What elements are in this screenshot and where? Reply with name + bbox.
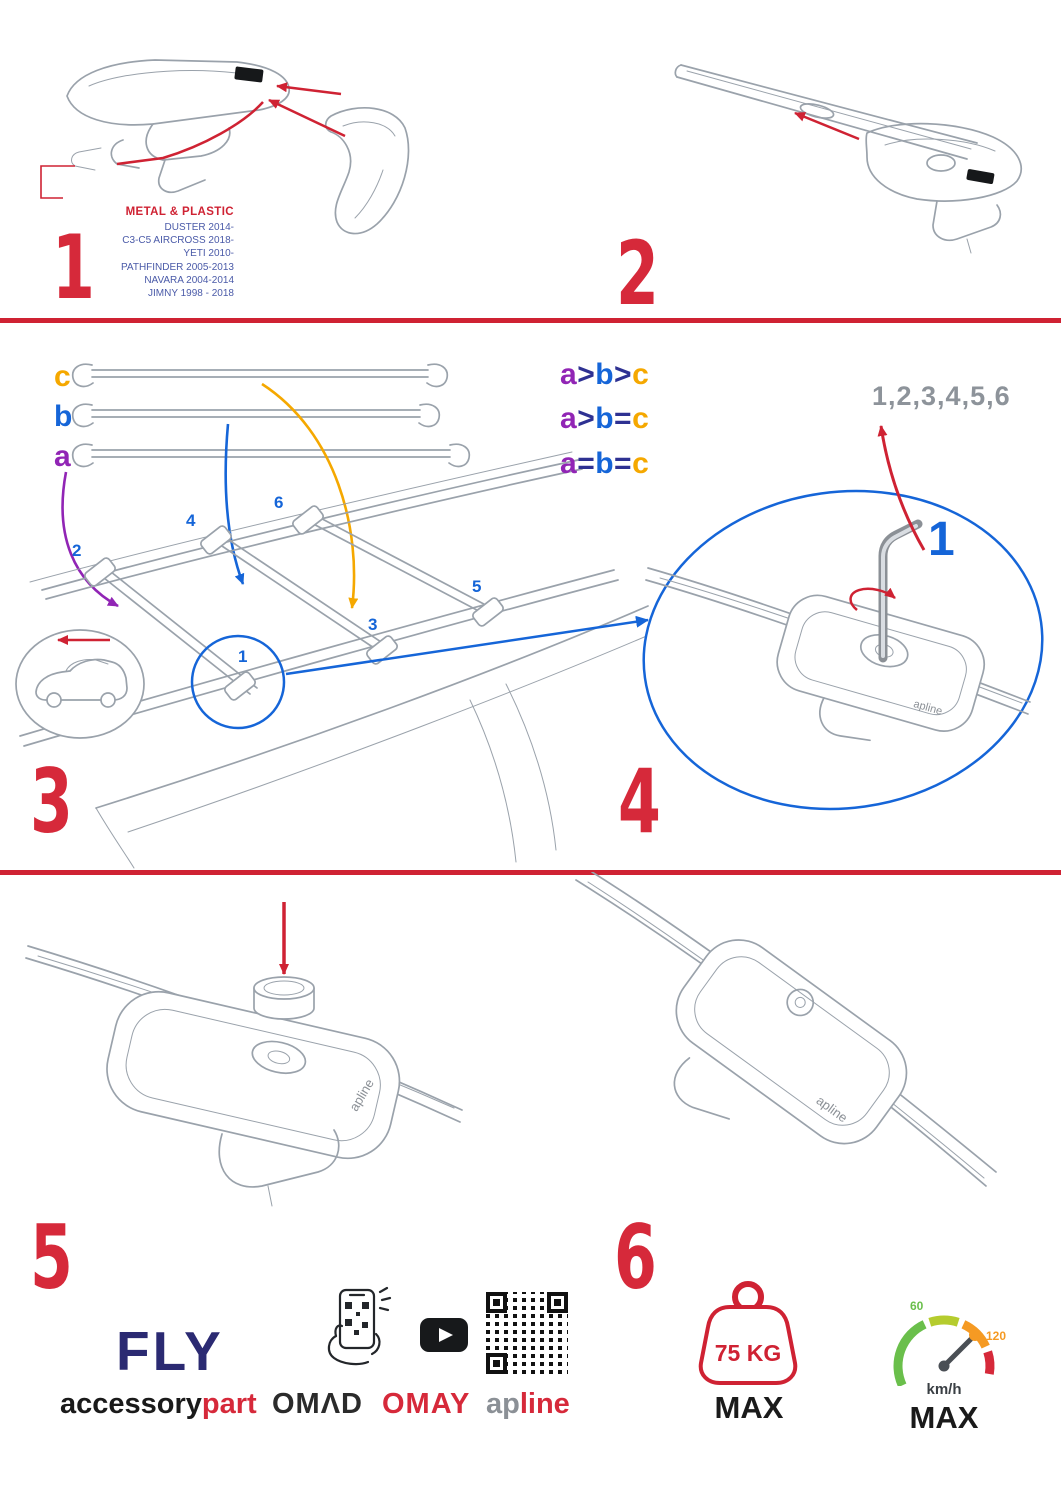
mounted-crossbars (84, 505, 504, 701)
speed-low-label: 60 (910, 1299, 924, 1313)
position-5: 5 (472, 577, 482, 596)
youtube-icon (420, 1318, 468, 1352)
foot-pos1 (224, 671, 256, 701)
model-line: DUSTER 2014- (164, 222, 234, 233)
step5-illustration: apline (25, 902, 463, 1207)
step3-number: 3 (30, 750, 73, 853)
accessorypart-logo: accessorypart (60, 1390, 257, 1419)
product-logo-plate (966, 169, 995, 185)
foot-pos4 (200, 525, 232, 555)
foot-pos6 (292, 505, 324, 535)
map-arrow-a (61, 471, 119, 608)
foot-under-bar-drawing (865, 122, 1022, 254)
first-position-number: 1 (928, 513, 955, 566)
max-weight-icon: 75 KG (698, 1281, 798, 1385)
clamp-profile-highlight (116, 101, 264, 166)
max-speed-icon: 60 120 (893, 1299, 1006, 1386)
lock-cap (253, 976, 315, 1020)
step6-number: 6 (614, 1206, 657, 1309)
speed-max-label: MAX (909, 1400, 979, 1435)
speed-unit-label: km/h (926, 1381, 962, 1398)
crossbar-a-drawing (71, 443, 471, 468)
step2-illustration (674, 64, 1022, 254)
step1-number: 1 (52, 216, 95, 319)
bar-label-b: b (54, 400, 73, 433)
weight-max-label: MAX (714, 1390, 784, 1425)
model-line: PATHFINDER 2005-2013 (120, 261, 234, 273)
size-rule-3: a=b=c (560, 447, 650, 480)
car-direction-inset (15, 629, 145, 739)
accessorypart-black: accessory (60, 1388, 202, 1420)
mounted-foot-drawing: apline (673, 939, 908, 1145)
scan-phone-icon (327, 1286, 392, 1366)
crossbar-end-drawing (674, 64, 978, 160)
foot-pos2 (84, 557, 116, 587)
bar-label-c: c (54, 360, 71, 393)
apline-gray: ap (486, 1388, 520, 1420)
model-line: YETI 2010- (183, 248, 234, 260)
qr-finder (486, 1292, 507, 1313)
step1-illustration (40, 59, 410, 235)
step6-illustration: apline (575, 872, 997, 1187)
speed-high-label: 120 (986, 1329, 1006, 1343)
map-arrow-b (224, 423, 245, 585)
model-line: NAVARA 2004-2014 (144, 274, 234, 286)
qr-finder (547, 1292, 568, 1313)
sequence-arrow (877, 425, 926, 551)
omad-logo: OMΛD (272, 1388, 363, 1420)
tighten-sequence: 1,2,3,4,5,6 (872, 381, 1011, 411)
clamp-leader-line (40, 165, 75, 199)
fitment-list: METAL & PLASTIC DUSTER 2014- C3-C5 AIRCR… (58, 206, 234, 300)
position1-highlight-circle (190, 634, 286, 730)
crossbar-c-drawing (71, 363, 449, 388)
rubber-pad-drawing (324, 106, 410, 235)
omay-logo: OMAY (382, 1388, 471, 1420)
section-divider-2 (0, 870, 1061, 875)
foot-detail-drawing: apline (776, 594, 986, 742)
weight-limit-value: 75 KG (715, 1340, 781, 1366)
detail-link-arrow (285, 615, 649, 676)
accessorypart-red: part (201, 1388, 257, 1420)
model-line: C3-C5 AIRCROSS 2018- (122, 235, 234, 247)
step3-illustration (15, 363, 657, 869)
section-divider-1 (0, 318, 1061, 323)
qr-code (486, 1292, 568, 1374)
foot-pos5 (472, 597, 504, 627)
position-6: 6 (274, 493, 284, 512)
step4-illustration: apline (642, 425, 1044, 811)
product-logo-plate (234, 66, 264, 83)
pad-to-foot-arrow (268, 98, 346, 138)
foot-assembly-drawing: apline (106, 976, 401, 1207)
apline-red: line (519, 1388, 570, 1420)
size-rule-1: a>b>c (560, 358, 650, 391)
material-label: METAL & PLASTIC (125, 206, 234, 218)
position-4: 4 (186, 511, 196, 530)
bar-label-a: a (54, 440, 71, 473)
rotate-key-arrow (849, 587, 896, 611)
step4-number: 4 (618, 750, 661, 853)
foot-pos3 (366, 635, 398, 665)
position-2: 2 (72, 541, 82, 560)
size-rule-2: a>b=c (560, 402, 650, 435)
position-1: 1 (238, 647, 248, 666)
apline-logo: apline (486, 1390, 570, 1419)
crossbar-b-drawing (71, 403, 441, 428)
fly-logo: FLY (116, 1320, 224, 1382)
slide-in-arrow (794, 111, 860, 141)
step5-number: 5 (30, 1206, 73, 1309)
allen-key-icon (878, 519, 923, 663)
position-3: 3 (368, 615, 378, 634)
insert-arrow (276, 82, 342, 96)
qr-finder (486, 1353, 507, 1374)
model-line: JIMNY 1998 - 2018 (148, 287, 234, 299)
map-arrow-c (261, 382, 359, 609)
step2-number: 2 (616, 222, 659, 325)
